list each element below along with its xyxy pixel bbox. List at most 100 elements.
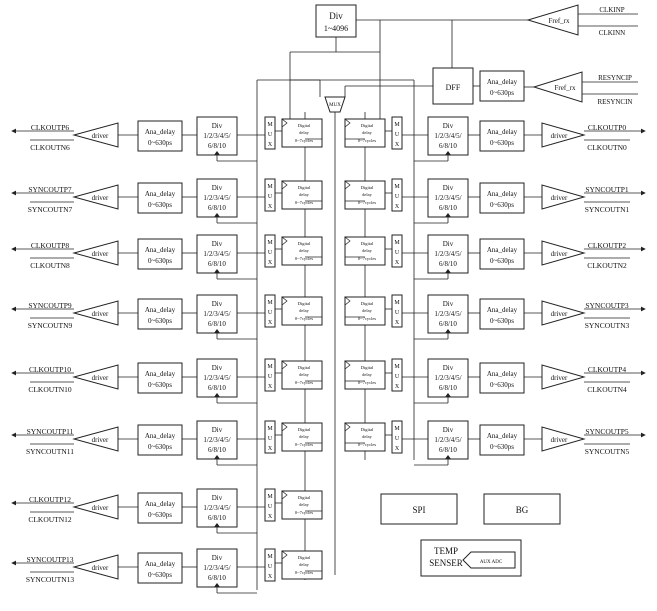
spi-label: SPI (412, 505, 425, 515)
output-n-label: SYNCOUTN5 (585, 447, 630, 456)
svg-text:M: M (394, 122, 400, 128)
mux-block (264, 178, 276, 212)
left-channel-row: driverSYNCOUTP7SYNCOUTN7Ana_delay0~630ps… (11, 178, 323, 224)
output-p-label: SYNCOUTP9 (28, 301, 72, 310)
svg-text:Digital: Digital (298, 241, 311, 246)
digital-delay-block (281, 422, 323, 452)
mux-block (264, 420, 276, 454)
div-block (427, 116, 469, 156)
svg-text:1/2/3/4/5/: 1/2/3/4/5/ (434, 374, 461, 382)
right-channel-row: Digitaldelay0~7cyclesMUXDiv1/2/3/4/5/6/8… (344, 234, 646, 280)
output-n-label: SYNCOUTN3 (585, 321, 630, 330)
svg-text:6/8/10: 6/8/10 (208, 384, 226, 392)
temp-sensor-block: TEMP SENSER AUX ADC (420, 539, 522, 577)
svg-text:Ana_delay: Ana_delay (487, 128, 518, 136)
svg-text:Ana_delay: Ana_delay (487, 246, 518, 254)
driver-icon (541, 240, 586, 266)
svg-text:Div: Div (443, 184, 454, 192)
output-p-label: CLKOUTP2 (588, 241, 627, 250)
svg-text:X: X (268, 204, 273, 210)
sync-fref-rx-label: Fref_rx (555, 84, 576, 92)
svg-text:1/2/3/4/5/: 1/2/3/4/5/ (203, 194, 230, 202)
svg-text:Div: Div (212, 554, 223, 562)
div-block (427, 234, 469, 274)
svg-text:M: M (267, 300, 273, 306)
sync-fref-rx: Fref_rx RESYNCIP RESYNCIN (532, 71, 638, 106)
svg-text:X: X (395, 142, 400, 148)
svg-text:Ana_delay: Ana_delay (487, 370, 518, 378)
svg-text:U: U (268, 374, 273, 380)
svg-text:0~7cycles: 0~7cycles (358, 380, 376, 385)
svg-text:X: X (268, 574, 273, 580)
output-p-label: SYNCOUTP3 (585, 301, 629, 310)
svg-text:Ana_delay: Ana_delay (487, 306, 518, 314)
svg-text:Digital: Digital (298, 555, 311, 560)
digital-delay-block (281, 118, 323, 148)
svg-text:U: U (268, 564, 273, 570)
svg-text:1/2/3/4/5/: 1/2/3/4/5/ (434, 436, 461, 444)
div-block (196, 234, 238, 274)
svg-text:Div: Div (212, 300, 223, 308)
mux-block (391, 234, 403, 268)
svg-text:0~630ps: 0~630ps (490, 317, 514, 325)
svg-text:driver: driver (92, 132, 109, 140)
output-n-label: CLKOUTN4 (587, 385, 627, 394)
svg-text:driver: driver (551, 310, 568, 318)
right-channel-row: Digitaldelay0~7cyclesMUXDiv1/2/3/4/5/6/8… (344, 420, 646, 466)
svg-text:6/8/10: 6/8/10 (208, 574, 226, 582)
svg-text:X: X (268, 514, 273, 520)
svg-text:0~7cycles: 0~7cycles (358, 138, 376, 143)
svg-text:delay: delay (299, 434, 309, 439)
ana-delay-block (479, 182, 525, 214)
output-p-label: CLKOUTP12 (29, 495, 71, 504)
mux-block (391, 358, 403, 392)
svg-text:M: M (267, 184, 273, 190)
svg-text:0~630ps: 0~630ps (148, 201, 172, 209)
svg-text:0~630ps: 0~630ps (490, 201, 514, 209)
svg-text:0~7cycles: 0~7cycles (358, 256, 376, 261)
output-n-label: CLKOUTN0 (587, 143, 627, 152)
svg-text:U: U (395, 436, 400, 442)
svg-text:delay: delay (362, 248, 372, 253)
svg-text:U: U (268, 436, 273, 442)
svg-text:U: U (395, 374, 400, 380)
svg-text:driver: driver (551, 374, 568, 382)
temp-label: TEMP (434, 546, 458, 556)
svg-text:0~7cycles: 0~7cycles (295, 570, 313, 575)
svg-text:driver: driver (551, 132, 568, 140)
svg-text:driver: driver (92, 310, 109, 318)
svg-text:delay: delay (362, 308, 372, 313)
svg-text:delay: delay (362, 130, 372, 135)
svg-text:Digital: Digital (361, 123, 374, 128)
output-n-label: CLKOUTN12 (28, 515, 72, 524)
svg-text:6/8/10: 6/8/10 (439, 142, 457, 150)
digital-delay-block (344, 180, 386, 210)
svg-text:Div: Div (443, 426, 454, 434)
svg-text:M: M (394, 184, 400, 190)
output-p-label: CLKOUTP4 (588, 365, 627, 374)
svg-text:Ana_delay: Ana_delay (145, 190, 176, 198)
right-channel-row: Digitaldelay0~7cyclesMUXDiv1/2/3/4/5/6/8… (344, 116, 646, 162)
ana-delay-block (137, 492, 183, 524)
div-block (196, 420, 238, 460)
svg-text:Div: Div (443, 122, 454, 130)
svg-text:X: X (268, 384, 273, 390)
output-n-label: CLKOUTN2 (587, 261, 627, 270)
driver-icon (541, 364, 586, 390)
svg-text:Div: Div (212, 364, 223, 372)
svg-text:0~630ps: 0~630ps (148, 317, 172, 325)
svg-text:M: M (394, 300, 400, 306)
div-block (196, 548, 238, 588)
svg-text:M: M (267, 494, 273, 500)
digital-delay-block (281, 360, 323, 390)
svg-text:0~630ps: 0~630ps (490, 381, 514, 389)
digital-delay-block (344, 296, 386, 326)
svg-text:Digital: Digital (361, 427, 374, 432)
output-p-label: CLKOUTP0 (588, 123, 627, 132)
mux-block (264, 234, 276, 268)
top-div-label: Div (329, 11, 343, 21)
svg-text:0~630ps: 0~630ps (148, 511, 172, 519)
output-p-label: CLKOUTP8 (31, 241, 70, 250)
digital-delay-block (281, 296, 323, 326)
svg-text:0~7cycles: 0~7cycles (295, 138, 313, 143)
